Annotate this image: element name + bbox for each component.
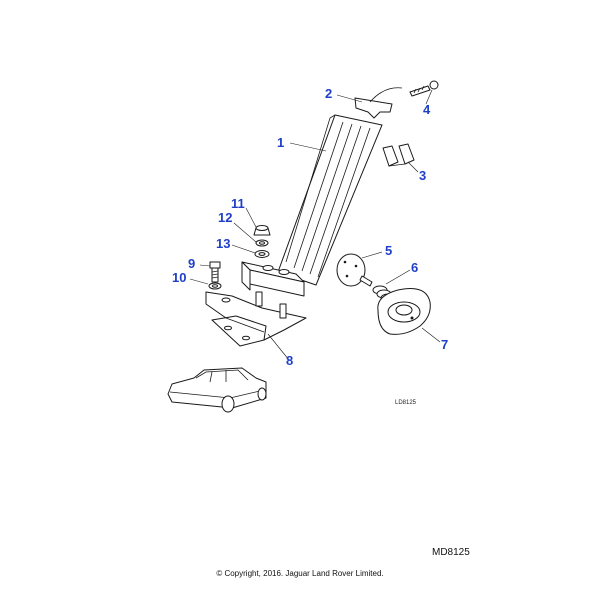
callout-7: 7 xyxy=(441,337,448,352)
clip-pair-drawing xyxy=(382,143,415,167)
leader-lines xyxy=(189,89,441,361)
screw-drawing xyxy=(409,80,439,97)
diagram-code: MD8125 xyxy=(432,547,470,558)
callout-13: 13 xyxy=(216,236,230,251)
callout-9: 9 xyxy=(188,256,195,271)
vehicle-illustration xyxy=(167,367,267,413)
pedal-stop-pad-drawing xyxy=(336,253,373,287)
copyright-notice: © Copyright, 2016. Jaguar Land Rover Lim… xyxy=(216,569,384,578)
callout-12: 12 xyxy=(218,210,232,225)
pedal-stop-housing-drawing xyxy=(377,288,431,335)
clip-drawing xyxy=(354,87,403,119)
drawing-id-label: LD8125 xyxy=(395,400,417,406)
callout-8: 8 xyxy=(286,353,293,368)
callout-4: 4 xyxy=(423,102,431,117)
callout-6: 6 xyxy=(411,260,418,275)
callout-10: 10 xyxy=(172,270,186,285)
washer-drawing xyxy=(208,282,222,290)
callout-1: 1 xyxy=(277,135,284,150)
callout-3: 3 xyxy=(419,168,426,183)
mounting-bracket-drawing xyxy=(205,291,307,347)
callout-11: 11 xyxy=(231,196,245,211)
callout-2: 2 xyxy=(325,86,332,101)
callout-5: 5 xyxy=(385,243,392,258)
nut-washer-stack-drawing xyxy=(253,225,271,258)
accelerator-pedal-drawing xyxy=(241,114,383,297)
bolt-drawing xyxy=(209,261,221,283)
